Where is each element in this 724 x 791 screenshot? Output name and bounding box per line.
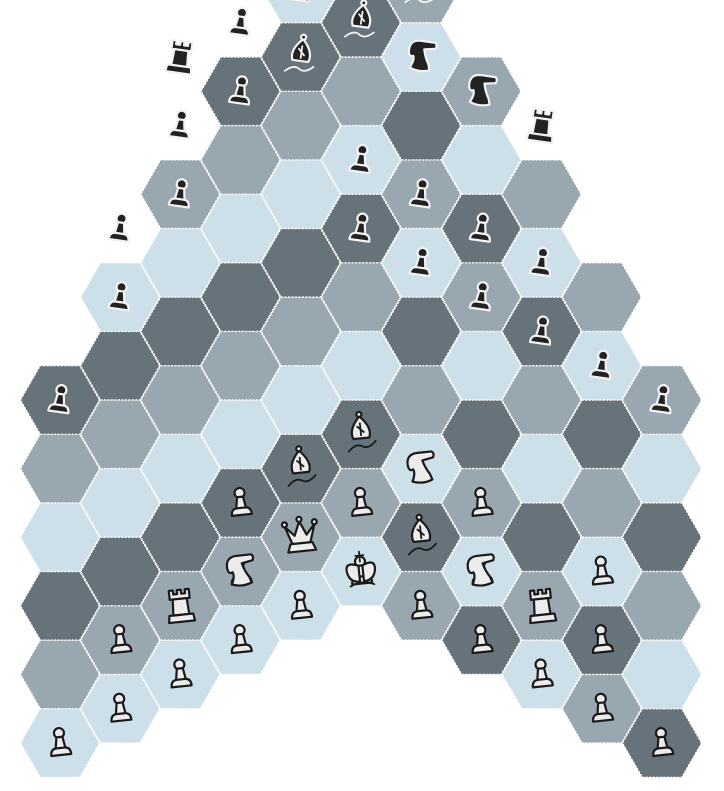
black-pawn-icon[interactable]	[167, 178, 193, 209]
white-pawn-icon[interactable]	[349, 486, 374, 517]
black-rook-icon[interactable]	[525, 107, 556, 145]
board-pieces	[47, 0, 675, 758]
white-pawn-icon[interactable]	[229, 624, 253, 655]
white-king-icon[interactable]	[345, 550, 377, 588]
board-cell[interactable]	[561, 262, 642, 332]
white-pawn-icon[interactable]	[169, 658, 193, 689]
white-bishop-icon[interactable]	[345, 410, 377, 453]
white-pawn-icon[interactable]	[470, 624, 494, 655]
white-knight-icon[interactable]	[466, 553, 497, 587]
black-pawn-icon[interactable]	[589, 349, 614, 381]
white-pawn-icon[interactable]	[289, 589, 314, 620]
white-pawn-icon[interactable]	[109, 692, 133, 723]
black-pawn-icon[interactable]	[227, 75, 253, 106]
white-pawn-icon[interactable]	[470, 486, 494, 517]
white-queen-icon[interactable]	[280, 515, 319, 554]
board-cell[interactable]	[261, 0, 340, 24]
white-knight-icon[interactable]	[406, 450, 437, 484]
white-pawn-icon[interactable]	[650, 726, 675, 758]
white-pawn-icon[interactable]	[530, 658, 554, 689]
white-pawn-icon[interactable]	[590, 692, 615, 723]
board-cell[interactable]	[501, 159, 582, 229]
black-pawn-icon[interactable]	[348, 143, 373, 175]
white-pawn-icon[interactable]	[410, 589, 434, 620]
black-pawn-icon[interactable]	[408, 246, 434, 278]
white-bishop-icon[interactable]	[405, 513, 437, 556]
black-pawn-icon[interactable]	[468, 212, 494, 243]
board-cell[interactable]	[320, 0, 402, 58]
black-bishop-icon[interactable]	[283, 33, 318, 75]
black-bishop-icon[interactable]	[404, 0, 438, 6]
black-pawn-icon[interactable]	[408, 178, 434, 209]
white-bishop-icon[interactable]	[285, 445, 317, 487]
white-pawn-icon[interactable]	[590, 624, 615, 655]
black-pawn-icon[interactable]	[47, 383, 72, 415]
black-knight-icon[interactable]	[467, 73, 498, 107]
black-pawn-icon[interactable]	[107, 281, 133, 312]
black-pawn-icon[interactable]	[528, 246, 554, 278]
black-pawn-icon[interactable]	[468, 281, 494, 312]
white-rook-icon[interactable]	[527, 587, 558, 625]
black-bishop-icon[interactable]	[344, 0, 378, 40]
board-cells	[19, 0, 703, 778]
white-knight-icon[interactable]	[225, 553, 256, 587]
white-pawn-icon[interactable]	[109, 624, 133, 655]
white-pawn-icon[interactable]	[48, 726, 73, 758]
black-rook-icon[interactable]	[164, 38, 195, 76]
black-pawn-icon[interactable]	[348, 212, 373, 243]
black-pawn-icon[interactable]	[167, 109, 193, 140]
black-pawn-icon[interactable]	[649, 383, 674, 415]
white-pawn-icon[interactable]	[590, 555, 615, 586]
black-pawn-icon[interactable]	[227, 6, 253, 38]
white-pawn-icon[interactable]	[229, 486, 253, 517]
black-knight-icon[interactable]	[406, 39, 438, 73]
black-pawn-icon[interactable]	[528, 315, 554, 346]
board-cell[interactable]	[382, 0, 461, 24]
black-pawn-icon[interactable]	[107, 212, 133, 243]
white-rook-icon[interactable]	[166, 587, 197, 625]
